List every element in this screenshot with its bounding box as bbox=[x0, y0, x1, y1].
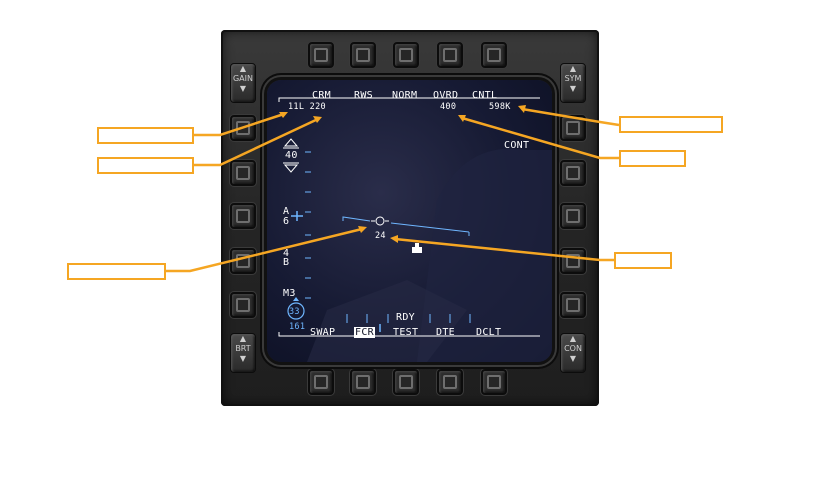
osb-9[interactable] bbox=[560, 248, 586, 274]
arrow-down-icon: ▼ bbox=[231, 84, 255, 93]
swap-label[interactable]: SWAP bbox=[310, 327, 335, 338]
dclt-label[interactable]: DCLT bbox=[476, 327, 501, 338]
arrow-up-icon: ▲ bbox=[231, 334, 255, 343]
osb-6[interactable] bbox=[560, 115, 586, 141]
callout-target-box bbox=[67, 263, 166, 280]
target-readout: 24 bbox=[375, 231, 386, 242]
callout-ovrd-box bbox=[619, 150, 686, 167]
arrow-up-icon: ▲ bbox=[561, 64, 585, 73]
dte-label[interactable]: DTE bbox=[436, 327, 455, 338]
sym-rocker[interactable]: ▲ SYM ▼ bbox=[560, 63, 586, 103]
osb-13[interactable] bbox=[393, 369, 419, 395]
test-label[interactable]: TEST bbox=[393, 327, 418, 338]
osb-11[interactable] bbox=[481, 369, 507, 395]
cntl-value: 598K bbox=[489, 102, 511, 113]
con-label: CON bbox=[561, 344, 585, 353]
osb-2[interactable] bbox=[350, 42, 376, 68]
osb-8[interactable] bbox=[560, 203, 586, 229]
osb-5[interactable] bbox=[481, 42, 507, 68]
callout-range-readout-box bbox=[97, 157, 194, 174]
osb-19[interactable] bbox=[230, 160, 256, 186]
osb-7[interactable] bbox=[560, 160, 586, 186]
callout-cntl-box bbox=[619, 116, 723, 133]
osb-20[interactable] bbox=[230, 115, 256, 141]
submode-rws-label: RWS bbox=[354, 90, 373, 101]
sym-label: SYM bbox=[561, 74, 585, 83]
callout-readout-box bbox=[614, 252, 672, 269]
callout-range-box bbox=[97, 127, 194, 144]
arrow-down-icon: ▼ bbox=[561, 354, 585, 363]
arrow-up-icon: ▲ bbox=[231, 64, 255, 73]
format-norm-label: NORM bbox=[392, 90, 417, 101]
arrow-up-icon: ▲ bbox=[561, 334, 585, 343]
osb-17[interactable] bbox=[230, 248, 256, 274]
heading-value: 161 bbox=[289, 322, 305, 333]
osb-1[interactable] bbox=[308, 42, 334, 68]
osb-18[interactable] bbox=[230, 203, 256, 229]
osb-3[interactable] bbox=[393, 42, 419, 68]
mode-crm-label: CRM bbox=[312, 90, 331, 101]
cont-label: CONT bbox=[504, 140, 529, 151]
osb-14[interactable] bbox=[350, 369, 376, 395]
osb-4[interactable] bbox=[437, 42, 463, 68]
ovrd-label: OVRD bbox=[433, 90, 458, 101]
gain-rocker[interactable]: ▲ GAIN ▼ bbox=[230, 63, 256, 103]
gain-label: GAIN bbox=[231, 74, 255, 83]
master-mode: M3 bbox=[283, 288, 296, 299]
range-scale: 40 bbox=[285, 150, 298, 161]
arrow-down-icon: ▼ bbox=[231, 354, 255, 363]
fcr-label[interactable]: FCR bbox=[354, 327, 375, 338]
brt-label: BRT bbox=[231, 344, 255, 353]
fcr-label-text: FCR bbox=[354, 327, 375, 338]
con-rocker[interactable]: ▲ CON ▼ bbox=[560, 333, 586, 373]
osb-15[interactable] bbox=[308, 369, 334, 395]
osb-16[interactable] bbox=[230, 292, 256, 318]
ovrd-value: 400 bbox=[440, 102, 456, 113]
fcr-display: CRM RWS NORM OVRD CNTL 11L 220 400 598K … bbox=[267, 80, 552, 362]
bar-bottom: B bbox=[283, 257, 289, 268]
rdy-label: RDY bbox=[396, 312, 415, 323]
azimuth-bottom: 6 bbox=[283, 216, 289, 227]
osb-10[interactable] bbox=[560, 292, 586, 318]
cntl-label: CNTL bbox=[472, 90, 497, 101]
brt-rocker[interactable]: ▲ BRT ▼ bbox=[230, 333, 256, 373]
osb-12[interactable] bbox=[437, 369, 463, 395]
heading-circle-value: 33 bbox=[289, 307, 300, 318]
range-readout: 11L 220 bbox=[288, 102, 326, 113]
arrow-down-icon: ▼ bbox=[561, 84, 585, 93]
